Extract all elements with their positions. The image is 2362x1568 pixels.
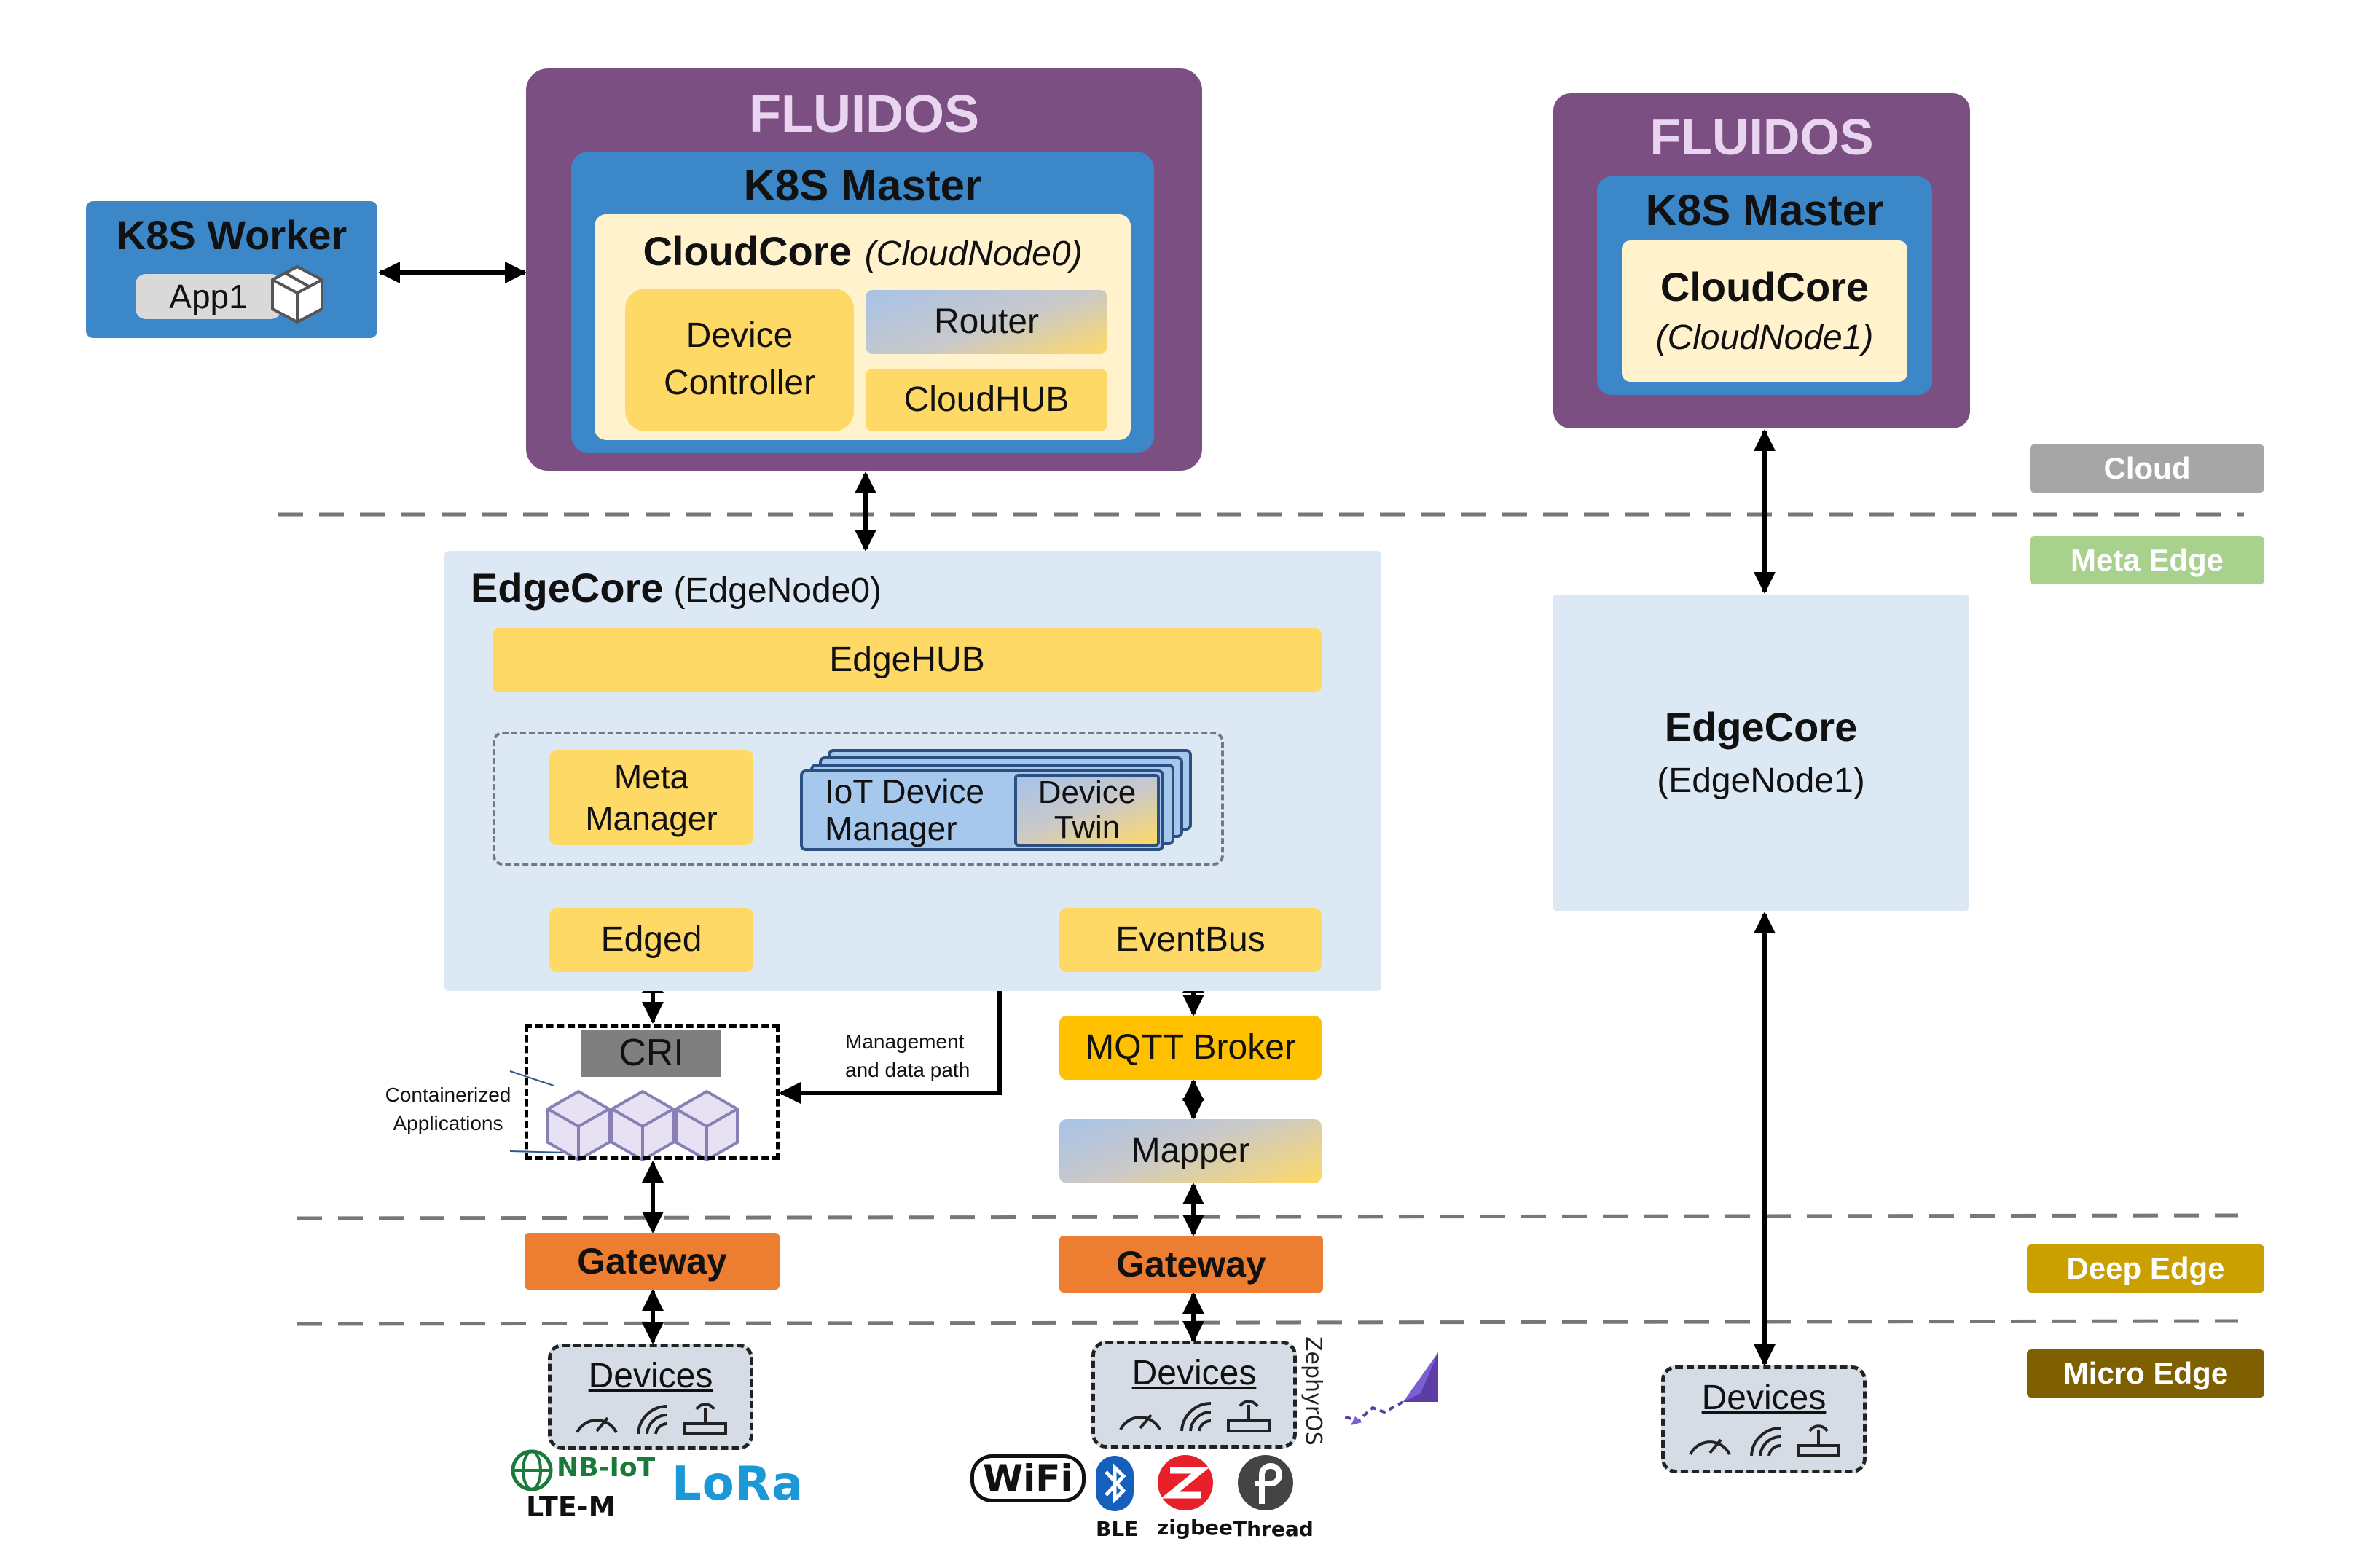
device-icons-right [1689, 1424, 1840, 1457]
device-icons-left [576, 1403, 727, 1435]
mapper: Mapper [1059, 1119, 1322, 1183]
wifi-icon [637, 1404, 668, 1435]
gateway-left: Gateway [525, 1233, 780, 1290]
containerized-pointer-bottom [509, 1150, 569, 1153]
containerized-pointer-top [509, 1070, 554, 1086]
mqtt-broker: MQTT Broker [1059, 1016, 1322, 1080]
device-controller: Device Controller [625, 289, 854, 431]
edge-modules-group [493, 732, 1224, 866]
cube-3-icon [675, 1089, 739, 1162]
gauge-icon [576, 1416, 618, 1433]
wifi-logo: WiFi [970, 1454, 1086, 1502]
cube-2-icon [611, 1089, 675, 1162]
layer-label-deep-edge: Deep Edge [2027, 1244, 2264, 1293]
router: Router [866, 290, 1107, 354]
edgecore-left-node: (EdgeNode0) [673, 571, 882, 610]
device-icons-mid [1119, 1400, 1271, 1432]
lora-logo: LoRa [672, 1457, 804, 1511]
edgecore-left-title: EdgeCore [471, 565, 664, 611]
nbiot-logo: NB-IoT [557, 1453, 656, 1483]
k8s-master-right-title: K8S Master [1645, 186, 1884, 235]
zigbee-label: zigbee [1157, 1516, 1233, 1540]
cube-1-icon [546, 1089, 611, 1162]
devices-left: Devices [548, 1344, 753, 1450]
eventbus: EventBus [1059, 908, 1322, 972]
separator-deep-micro [297, 1319, 2239, 1326]
gateway-right: Gateway [1059, 1236, 1323, 1293]
fluidos-title-left: FLUIDOS [749, 85, 979, 144]
router-icon [683, 1403, 727, 1435]
containerized-label: Containerized Applications [385, 1083, 511, 1134]
gauge-icon [1689, 1438, 1731, 1455]
bluetooth-icon [1096, 1456, 1134, 1511]
container-cubes [546, 1089, 739, 1162]
ltem-logo: LTE-M [526, 1491, 616, 1523]
zigbee-icon [1158, 1455, 1213, 1510]
devices-mid: Devices [1091, 1341, 1297, 1449]
layer-label-cloud: Cloud [2030, 444, 2264, 493]
k8s-worker-title: K8S Worker [116, 212, 348, 258]
separator-meta-deep [297, 1213, 2239, 1220]
layer-label-meta-edge: Meta Edge [2030, 536, 2264, 584]
edgehub: EdgeHUB [493, 628, 1322, 692]
gauge-icon [1119, 1414, 1161, 1430]
management-path-label: Management and data path [845, 1030, 970, 1081]
cloudhub: CloudHUB [866, 369, 1107, 431]
router-icon [1797, 1424, 1840, 1457]
thread-icon [1238, 1455, 1293, 1510]
cloudcore-left-node: (CloudNode0) [864, 235, 1083, 273]
k8s-master-left-title: K8S Master [743, 161, 982, 210]
cri: CRI [581, 1030, 721, 1077]
fluidos-title-right: FLUIDOS [1649, 109, 1874, 165]
wifi-icon [1180, 1401, 1212, 1432]
edged: Edged [549, 908, 753, 972]
zephyr-kite-icon [1343, 1352, 1438, 1425]
thread-label: Thread [1233, 1517, 1314, 1541]
wifi-icon [1750, 1426, 1781, 1457]
cloudcore-left-title: CloudCore [643, 228, 852, 274]
layer-label-micro-edge: Micro Edge [2027, 1349, 2264, 1398]
device-twin: Device Twin [1014, 774, 1160, 847]
cri-group [525, 1024, 780, 1160]
zephyr-label: ZephyrOS [1300, 1336, 1326, 1446]
app1-chip: App1 [136, 274, 281, 319]
cloudcore-right: CloudCore (CloudNode1) [1622, 240, 1907, 382]
router-icon [1227, 1400, 1271, 1432]
meta-manager: Meta Manager [549, 750, 753, 845]
app-package-icon [271, 264, 323, 324]
ble-label: BLE [1096, 1517, 1139, 1541]
globe-icon [511, 1449, 553, 1491]
edgecore-right: EdgeCore (EdgeNode1) [1553, 595, 1969, 911]
